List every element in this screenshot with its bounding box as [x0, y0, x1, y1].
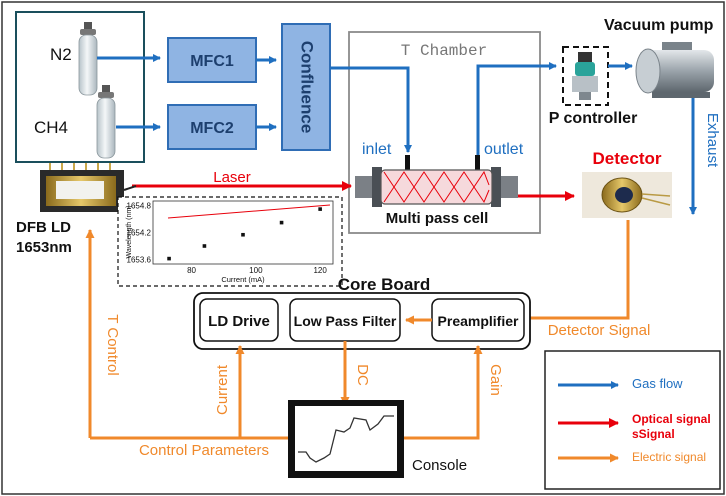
dfb-label-line2: 1653nm	[16, 239, 72, 256]
low-pass-filter-label: Low Pass Filter	[294, 313, 397, 329]
chart-ytick-label: 1653.6	[127, 256, 152, 265]
chart-ytick-label: 1654.8	[127, 202, 152, 211]
detector-signal-line	[520, 220, 630, 323]
detector-signal-label: Detector Signal	[548, 322, 651, 339]
outlet-port-icon	[475, 155, 480, 171]
chart-point	[202, 244, 207, 248]
confluence-label: Confluence	[298, 41, 317, 134]
ld-drive-label: LD Drive	[208, 313, 270, 330]
mfc1-label: MFC1	[190, 53, 234, 70]
pressure-controller-icon	[572, 52, 598, 100]
outlet-label: outlet	[484, 141, 524, 158]
chart-point	[318, 207, 322, 211]
vacuum-pump-label: Vacuum pump	[604, 17, 714, 34]
mfc2-label: MFC2	[190, 120, 234, 137]
ld-drive-box	[199, 298, 279, 342]
chart-fit-line	[167, 204, 331, 219]
dfb-laser-diode-icon	[40, 163, 137, 212]
inlet-flow-line	[330, 66, 412, 153]
legend-optical-label-1: Optical signal	[632, 412, 711, 426]
control-parameters-label: Control Parameters	[139, 442, 269, 459]
chart-ytick-label: 1654.2	[127, 229, 152, 238]
legend-box	[544, 350, 721, 490]
t-chamber-box	[348, 31, 541, 234]
chart-point	[241, 232, 245, 237]
legend-optical-label-2: sSignal	[632, 427, 675, 441]
p-controller-box	[562, 46, 609, 106]
chart-plot-area	[152, 200, 334, 265]
core-board-title: Core Board	[338, 275, 431, 294]
t-chamber-title: T Chamber	[401, 42, 487, 60]
chart-point	[167, 256, 171, 261]
n2-label: N2	[50, 45, 72, 64]
photodetector-icon	[582, 172, 672, 218]
multi-pass-cell-icon	[355, 167, 518, 207]
chart-xtick-label: 80	[187, 266, 196, 275]
t-control-label: T Control	[104, 314, 121, 375]
dc-label: DC	[354, 364, 371, 386]
preamplifier-label: Preamplifier	[438, 313, 519, 329]
console-monitor-icon	[288, 400, 404, 478]
laser-label: Laser	[213, 169, 251, 186]
chart-xtick-label: 120	[313, 266, 327, 275]
legend-electric-label: Electric signal	[632, 450, 706, 464]
confluence-box	[281, 23, 331, 151]
n2-cylinder-icon	[78, 22, 98, 96]
current-label: Current	[214, 364, 231, 415]
chart-ylabel: Wavelength (nm)	[126, 205, 133, 258]
legend-gas-label: Gas flow	[632, 376, 683, 391]
inlet-port-icon	[405, 155, 410, 171]
gas-cylinder-panel	[15, 11, 145, 163]
ch4-cylinder-icon	[96, 85, 116, 159]
outlet-flow-line	[476, 62, 557, 160]
chart-xtick-label: 100	[249, 266, 263, 275]
multi-pass-cell-label: Multi pass cell	[386, 210, 489, 227]
dfb-label-line1: DFB LD	[16, 219, 71, 236]
gain-line	[404, 345, 483, 440]
p-controller-label: P controller	[549, 110, 638, 127]
console-label: Console	[412, 457, 467, 474]
exhaust-label: Exhaust	[704, 113, 721, 168]
chart-frame	[117, 196, 343, 287]
console-trace	[298, 415, 394, 463]
detector-label: Detector	[593, 149, 662, 168]
gain-label: Gain	[487, 364, 504, 396]
ch4-label: CH4	[34, 118, 68, 137]
vacuum-pump-icon	[635, 42, 714, 98]
inlet-label: inlet	[362, 141, 392, 158]
mfc2-box	[167, 104, 257, 150]
chart-xlabel: Current (mA)	[221, 275, 265, 284]
chart-point	[279, 220, 284, 225]
